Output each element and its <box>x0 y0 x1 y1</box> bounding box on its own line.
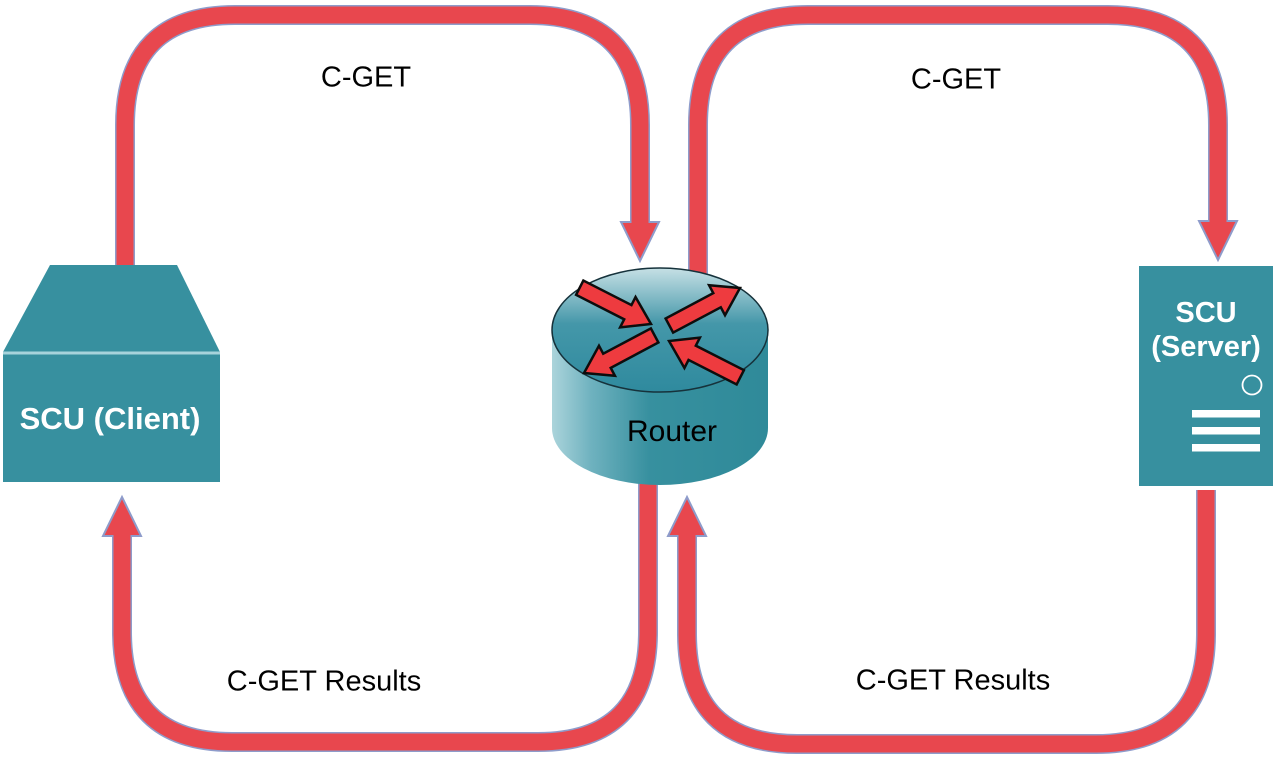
flow-arrow-cget-client-to-router <box>115 5 661 282</box>
flow-label-cget-left: C-GET <box>320 61 412 94</box>
client-node-body-shape <box>3 354 220 482</box>
router-node <box>551 267 769 485</box>
flow-label-cget-right: C-GET <box>910 63 1002 96</box>
flow-arrow-cget-router-to-server <box>688 5 1239 282</box>
flow-arrow-results-server-to-router <box>666 490 1216 754</box>
flow-label-results-left: C-GET Results <box>226 665 422 698</box>
client-node <box>3 265 220 482</box>
flow-label-results-right: C-GET Results <box>855 664 1051 697</box>
server-power-led-icon <box>1241 374 1263 396</box>
server-node-label: SCU (Server) <box>1151 296 1261 364</box>
router-arrow-out-upright-icon <box>663 283 743 335</box>
router-arrow-out-downleft-icon <box>581 326 661 378</box>
client-node-label: SCU (Client) <box>19 401 201 436</box>
router-arrow-in-from-bottomright-icon <box>666 336 746 387</box>
server-node-label-line2: (Server) <box>1151 331 1261 363</box>
router-arrow-in-from-topleft-icon <box>574 278 654 329</box>
client-node-top-shape <box>3 265 220 352</box>
server-node <box>1139 266 1273 486</box>
router-node-label: Router <box>626 415 718 448</box>
server-vents-icon <box>1192 410 1260 452</box>
flow-arrow-results-router-to-client <box>101 478 658 752</box>
server-node-label-line1: SCU <box>1175 297 1237 329</box>
